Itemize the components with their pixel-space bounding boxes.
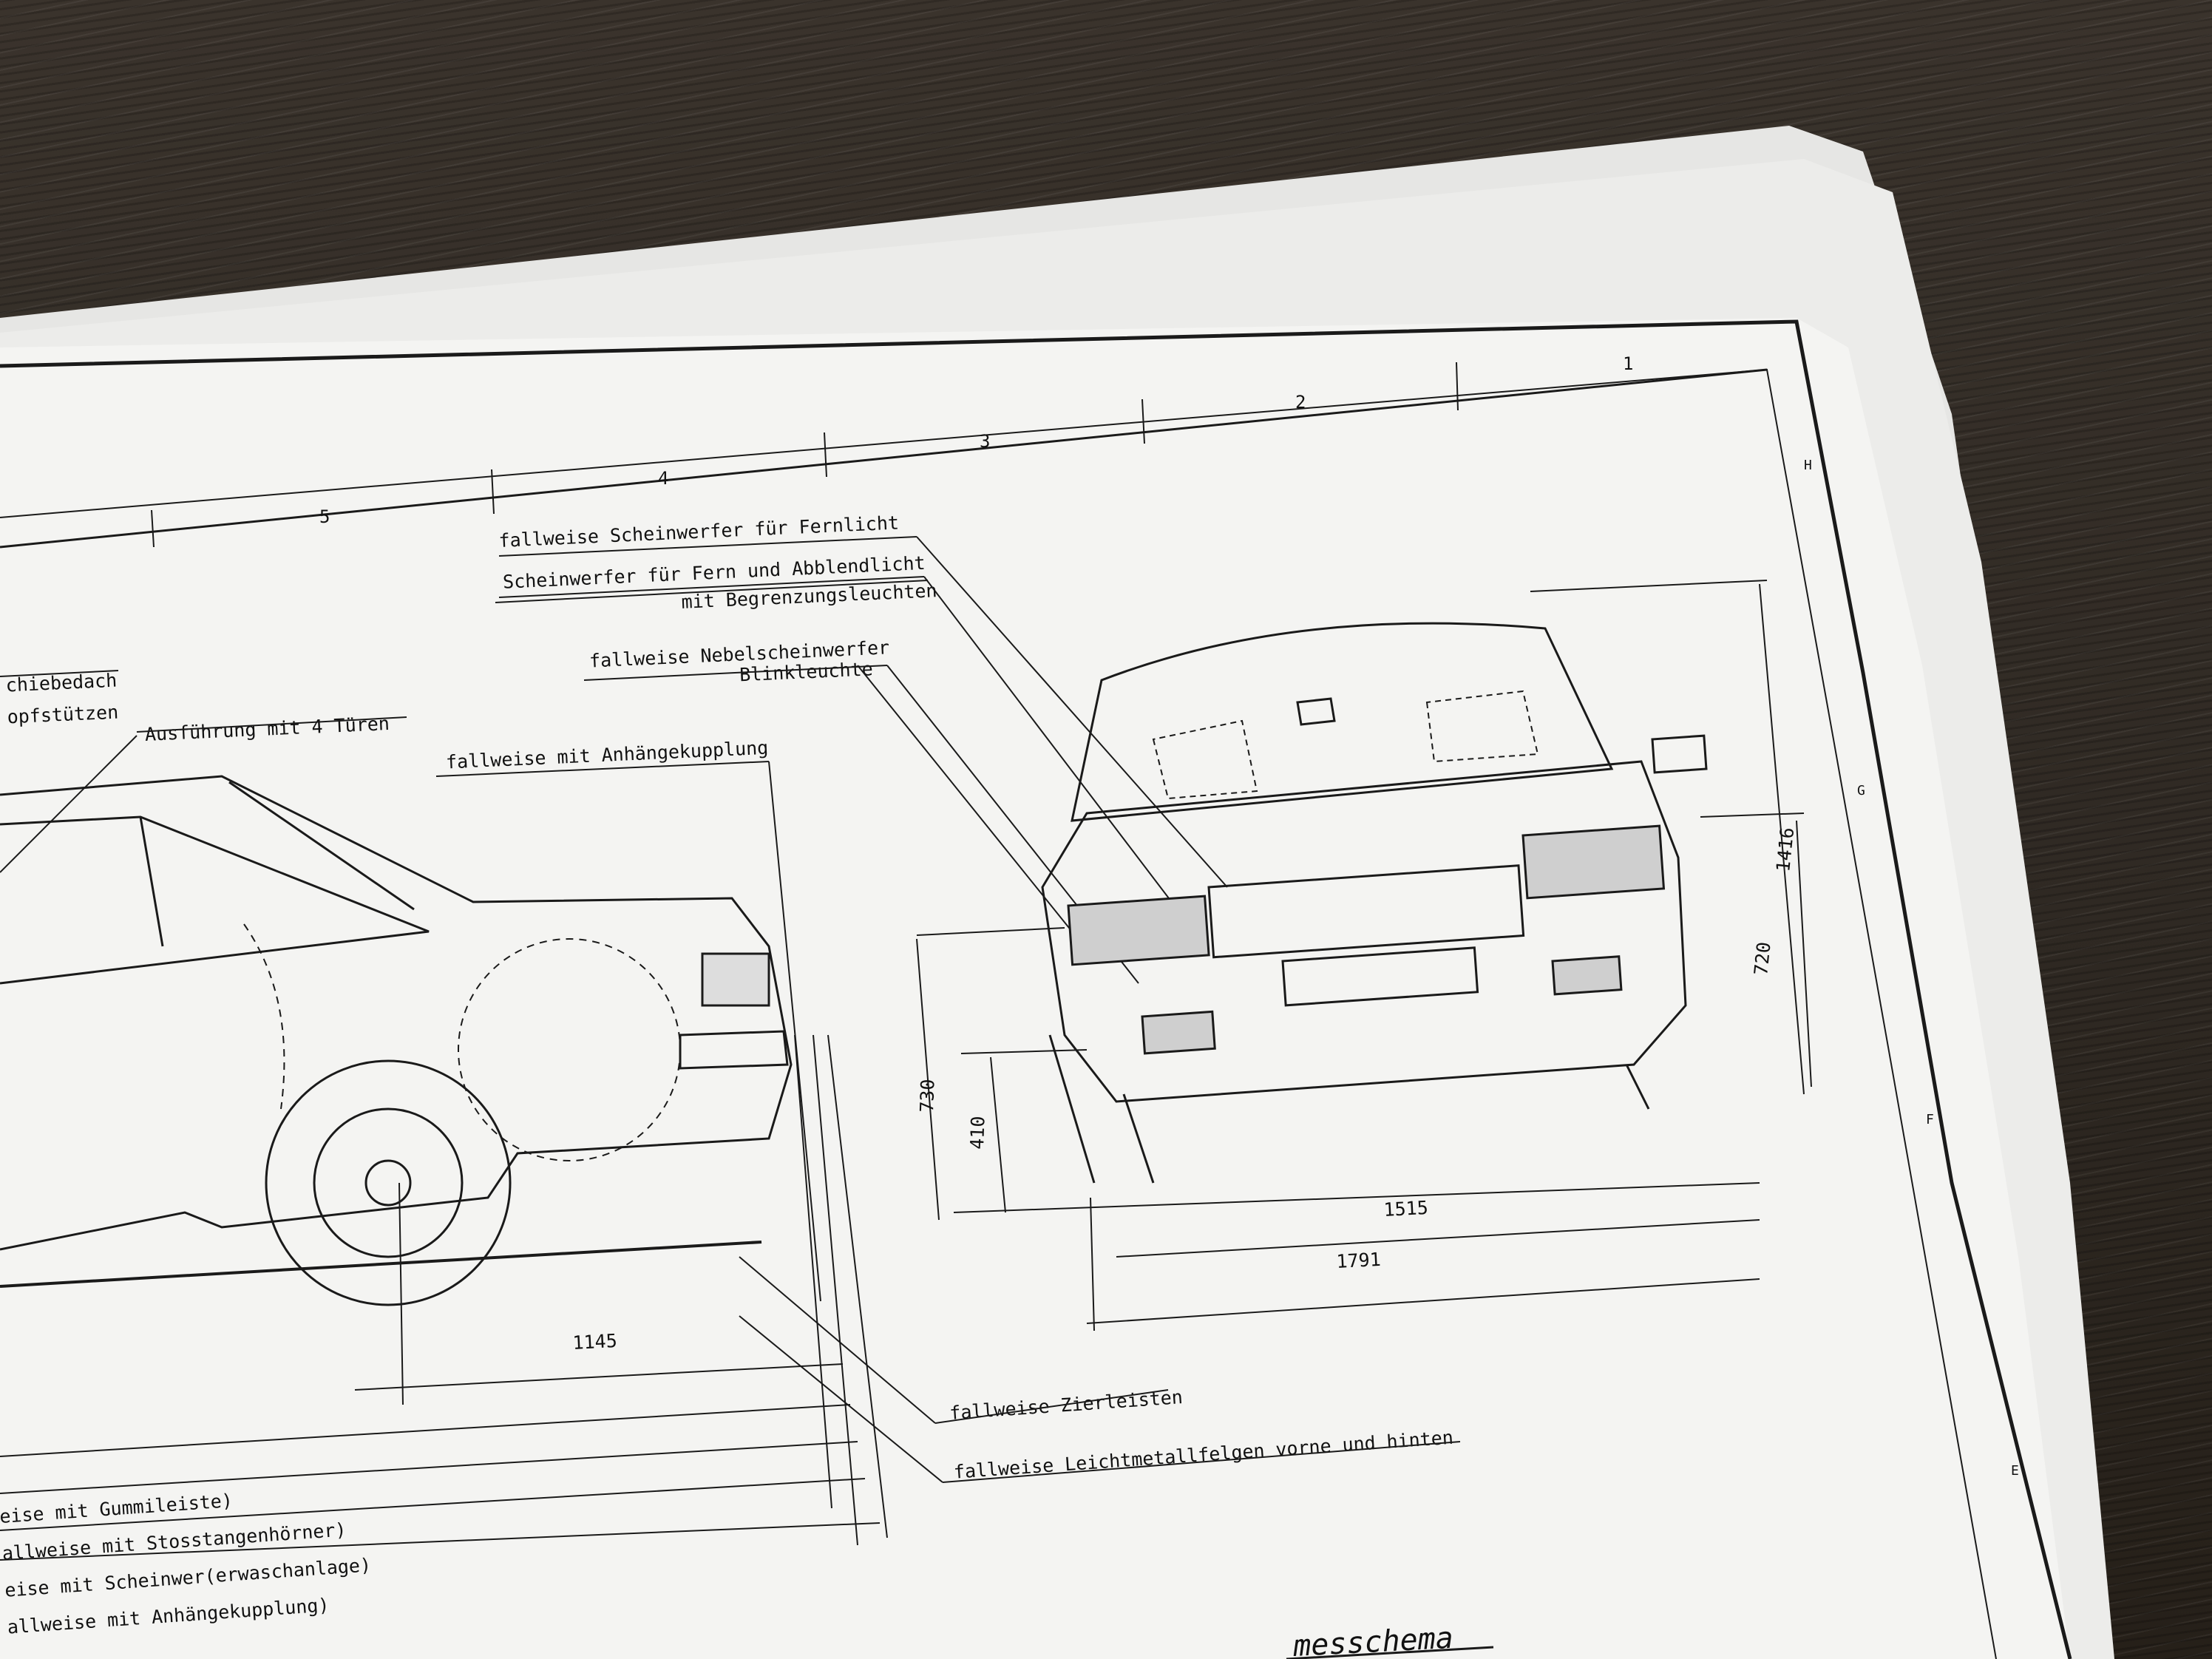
grid-row-h: H [1804, 458, 1812, 473]
grid-divider [1456, 362, 1459, 411]
bottom-leader-lines [739, 1256, 1461, 1483]
car-front-view [1041, 622, 1708, 1184]
grid-col-2: 2 [1295, 392, 1306, 413]
car-side-view [0, 775, 793, 1306]
grid-col-4: 4 [658, 468, 668, 489]
grid-row-g: G [1857, 783, 1865, 798]
leader-lines [0, 536, 1228, 1302]
grid-divider [824, 432, 827, 478]
grid-col-3: 3 [980, 431, 990, 452]
grid-row-f: F [1926, 1112, 1934, 1127]
grid-divider [1141, 398, 1145, 444]
dim-1515: 1515 [1383, 1197, 1429, 1221]
paper-sheet-main [0, 318, 2070, 1659]
title-fragment: messchema [1292, 1621, 1454, 1659]
side-dimension-lines [0, 1034, 888, 1561]
dim-1791: 1791 [1336, 1249, 1382, 1272]
grid-header-line [0, 368, 1768, 549]
title-underline [1286, 1646, 1494, 1659]
dim-1416: 1416 [1772, 827, 1798, 873]
dim-720: 720 [1750, 941, 1775, 977]
grid-divider [151, 509, 155, 548]
label-kopfstuetzen: opfstützen [7, 702, 119, 728]
grid-divider [491, 469, 495, 515]
drawing-frame-outer [0, 319, 2072, 1659]
dim-1145: 1145 [572, 1330, 618, 1354]
grid-col-1: 1 [1623, 353, 1633, 374]
grid-col-5: 5 [319, 506, 330, 527]
front-dimension-lines [916, 580, 1812, 1331]
dim-730: 730 [916, 1079, 939, 1113]
drawing-frame-inner [0, 368, 1997, 1659]
dim-410: 410 [966, 1116, 989, 1150]
grid-row-e: E [2011, 1463, 2019, 1479]
